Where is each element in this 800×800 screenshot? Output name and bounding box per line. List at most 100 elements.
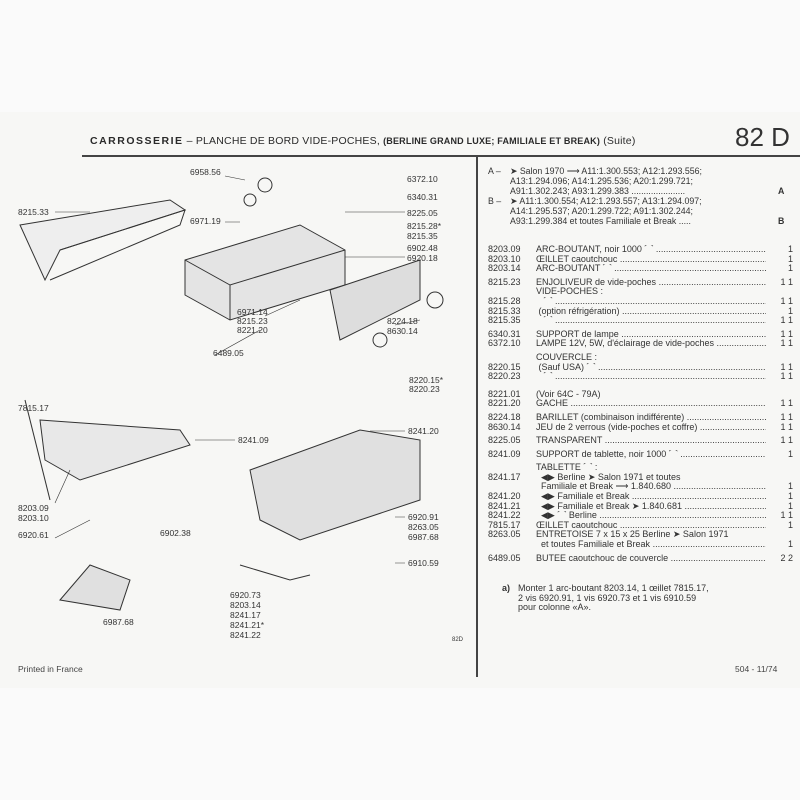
- diagram-label: 8203.10: [18, 513, 49, 523]
- lock-drawing: [372, 291, 444, 348]
- part-description: ⌒: [536, 372, 766, 382]
- part-description: ◀▶ Berline ➤ Salon 1971 et toutes: [536, 472, 681, 482]
- diagram-label: 6920.18: [407, 253, 438, 263]
- part-quantity: 1 1: [780, 276, 793, 287]
- part-ref: 8203.14: [488, 263, 521, 274]
- part-quantity: 1: [787, 481, 793, 492]
- diagram-label: 8220.23: [409, 384, 440, 394]
- diagram-label: 6340.31: [407, 192, 438, 202]
- diagram-label: 8220.15*: [409, 375, 444, 385]
- diagram-label: 82D: [452, 637, 464, 643]
- part-description: ŒILLET caoutchouc: [536, 255, 766, 265]
- applicability-block: A –➤ Salon 1970 ⟶ A11:1.300.553; A12:1.2…: [488, 166, 784, 226]
- part-description: ŒILLET caoutchouc: [536, 521, 766, 531]
- part-description: GACHE: [536, 399, 766, 409]
- part-row: 8215.33 (option réfrigération)1: [488, 305, 793, 317]
- text: ➤ Salon 1970 ⟶ A11:1.300.553; A12:1.293.…: [510, 166, 702, 176]
- part-quantity: 1 1: [780, 361, 793, 372]
- part-quantity: 1 1: [780, 421, 793, 432]
- part-row: 8220.15 (Sauf USA) ⌒1 1: [488, 361, 793, 373]
- part-ref: 8241.17: [488, 471, 521, 482]
- part-ref: 7815.17: [488, 519, 521, 530]
- part-ref: 6340.31: [488, 328, 521, 339]
- part-ref: 8220.23: [488, 371, 521, 382]
- part-ref: 8221.20: [488, 398, 521, 409]
- part-quantity: 2 2: [780, 552, 793, 563]
- diagram-label: 6987.68: [408, 532, 439, 542]
- part-description: TABLETTE ⌒ :: [536, 463, 598, 473]
- part-row: 8220.23 ⌒1 1: [488, 372, 793, 382]
- part-quantity: 1: [787, 448, 793, 459]
- part-description: VIDE-POCHES :: [536, 287, 604, 297]
- part-description: TRANSPARENT: [536, 436, 766, 446]
- part-quantity: 1 1: [780, 315, 793, 326]
- part-row: 8225.05TRANSPARENT1 1: [488, 435, 793, 446]
- part-ref: 6489.05: [488, 552, 521, 563]
- part-description: ARC-BOUTANT ⌒: [536, 264, 766, 274]
- mark-B: B: [778, 216, 785, 226]
- part-description: ENTRETOISE 7 x 15 x 25 Berline ➤ Salon 1…: [536, 530, 729, 540]
- diagram-label: 6910.59: [408, 558, 439, 568]
- part-quantity: 1: [787, 305, 793, 316]
- part-quantity: [766, 463, 793, 473]
- page-header: CARROSSERIE – PLANCHE DE BORD VIDE-POCHE…: [90, 135, 636, 147]
- part-description: ◀▶ ⌒ Berline: [536, 511, 766, 521]
- footer-edition: 504 - 11/74: [735, 664, 778, 674]
- diagram-label: 6958.56: [190, 167, 221, 177]
- diagram-label: 6902.48: [407, 243, 438, 253]
- diagram-label: 8241.09: [238, 435, 269, 445]
- text: A13:1.294.096; A14:1.295.536; A20:1.299.…: [510, 176, 693, 186]
- part-quantity: 1 1: [780, 328, 793, 339]
- part-row: 8241.20 ◀▶ Familiale et Break1: [488, 491, 793, 502]
- part-row: 8241.21 ◀▶ Familiale et Break ➤ 1.840.68…: [488, 500, 793, 512]
- part-ref: 8630.14: [488, 421, 521, 432]
- part-quantity: 1 1: [780, 510, 793, 521]
- diagram-label: 6971.19: [190, 216, 221, 226]
- part-ref: 8263.05: [488, 529, 521, 540]
- part-description: (Voir 64C - 79A): [536, 389, 601, 399]
- part-ref: 8241.20: [488, 491, 521, 502]
- part-description: (Sauf USA) ⌒: [536, 363, 766, 373]
- leader-lines: [54, 175, 421, 564]
- part-row: COUVERCLE :: [488, 353, 793, 363]
- part-description: BUTEE caoutchouc de couvercle: [536, 554, 766, 564]
- part-quantity: 1 1: [780, 398, 793, 409]
- part-description: et toutes Familiale et Break: [536, 540, 766, 550]
- shelf-drawing: [249, 429, 421, 541]
- part-description: COUVERCLE :: [536, 352, 598, 362]
- part-quantity: 1 1: [780, 338, 793, 349]
- key-B: B –: [488, 196, 502, 206]
- part-row: 6489.05 BUTEE caoutchouc de couvercle 2 2: [488, 552, 793, 564]
- assembly-note: a) Monter 1 arc-boutant 8203.14, 1 œille…: [488, 583, 709, 613]
- diagram-label: 8630.14: [387, 326, 418, 336]
- text: A91:1.302.243; A93:1.299.383 ...........…: [510, 186, 686, 196]
- diagram-label: 8241.22: [230, 630, 261, 640]
- part-description: BARILLET (combinaison indifférente): [536, 413, 766, 423]
- part-ref: 8241.09: [488, 448, 521, 459]
- part-description: Familiale et Break ⟶ 1.840.680: [536, 482, 766, 492]
- diagram-label: 8241.17: [230, 610, 261, 620]
- part-row: TABLETTE ⌒ :: [488, 463, 793, 473]
- diagram-label: 8224.18: [387, 316, 418, 326]
- diagram-label: 6920.91: [408, 512, 439, 522]
- part-row: 8215.28 ⌒1 1: [488, 295, 793, 307]
- note-key: a): [501, 583, 510, 593]
- part-ref: 8215.28: [488, 295, 521, 306]
- diagram-label: 8221.20: [237, 325, 268, 335]
- part-description: SUPPORT de tablette, noir 1000 ⌒: [536, 450, 766, 460]
- part-description: ⌒: [536, 297, 766, 307]
- part-quantity: 1: [787, 500, 793, 511]
- part-row: 8221.20 GACHE 1 1: [488, 399, 793, 409]
- diagram-label: 6920.73: [230, 590, 261, 600]
- note-line: Monter 1 arc-boutant 8203.14, 1 œillet 7…: [518, 583, 709, 593]
- diagram-label: 7815.17: [18, 403, 49, 413]
- part-row: 8241.22 ◀▶ ⌒ Berline1 1: [488, 511, 793, 521]
- diagram-label: 6987.68: [103, 617, 134, 627]
